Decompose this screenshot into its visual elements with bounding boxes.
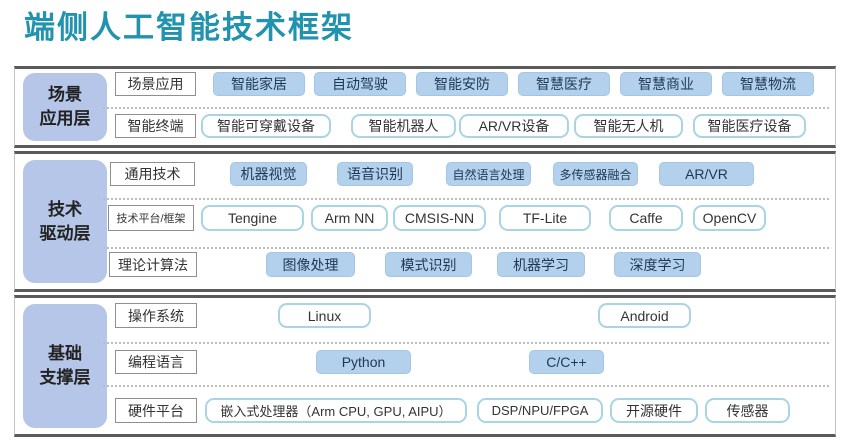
application-chip: 智慧医疗	[518, 72, 610, 96]
row-divider	[103, 198, 829, 200]
application-chip: 自动驾驶	[314, 72, 406, 96]
framework-pill: CMSIS-NN	[393, 205, 486, 231]
algorithm-chip: 机器学习	[497, 252, 585, 277]
application-chip: 智能家居	[213, 72, 305, 96]
row-divider	[103, 342, 829, 344]
language-chip: C/C++	[529, 350, 604, 374]
terminal-pill: 智能无人机	[574, 114, 683, 138]
row-label-programming-language: 编程语言	[115, 350, 197, 374]
row-divider	[103, 247, 829, 249]
terminal-pill: 智能机器人	[351, 114, 456, 138]
framework-pill: Arm NN	[311, 205, 388, 231]
technology-chip: 语音识别	[337, 162, 413, 186]
framework-pill: TF-Lite	[499, 205, 591, 231]
application-chip: 智慧商业	[620, 72, 712, 96]
algorithm-chip: 图像处理	[266, 252, 355, 277]
hardware-pill: DSP/NPU/FPGA	[477, 398, 603, 423]
os-pill: Linux	[278, 303, 371, 328]
technology-chip: 自然语言处理	[446, 162, 531, 186]
layer-side-label: 基础 支撑层	[23, 304, 107, 428]
terminal-pill: AR/VR设备	[459, 114, 569, 138]
layer-basic-support: 基础 支撑层 操作系统 Linux Android 编程语言 Python C/…	[14, 295, 836, 437]
row-divider	[103, 107, 829, 109]
layer-scenario-application: 场景 应用层 场景应用 智能家居 自动驾驶 智能安防 智慧医疗 智慧商业 智慧物…	[14, 66, 836, 148]
framework-pill: OpenCV	[693, 205, 766, 231]
framework-pill: Tengine	[201, 205, 304, 231]
application-chip: 智慧物流	[722, 72, 814, 96]
page-title: 端侧人工智能技术框架	[24, 10, 354, 45]
hardware-pill: 开源硬件	[610, 398, 698, 423]
language-chip: Python	[316, 350, 411, 374]
algorithm-chip: 模式识别	[385, 252, 472, 277]
layer-side-label: 技术 驱动层	[23, 160, 107, 283]
terminal-pill: 智能可穿戴设备	[201, 114, 331, 138]
technology-chip: 机器视觉	[230, 162, 307, 186]
row-label-hardware-platform: 硬件平台	[115, 398, 197, 423]
row-label-smart-terminals: 智能终端	[115, 114, 196, 138]
algorithm-chip: 深度学习	[614, 252, 701, 277]
row-label-operating-system: 操作系统	[115, 303, 197, 328]
application-chip: 智能安防	[416, 72, 508, 96]
technology-chip: 多传感器融合	[553, 162, 638, 186]
framework-pill: Caffe	[609, 205, 683, 231]
hardware-pill: 嵌入式处理器（Arm CPU, GPU, AIPU）	[205, 398, 467, 423]
terminal-pill: 智能医疗设备	[693, 114, 806, 138]
row-label-general-tech: 通用技术	[110, 162, 195, 186]
layer-technology-driver: 技术 驱动层 通用技术 机器视觉 语音识别 自然语言处理 多传感器融合 AR/V…	[14, 151, 836, 292]
row-label-platforms-frameworks: 技术平台/框架	[108, 205, 194, 231]
row-label-scenario-apps: 场景应用	[115, 72, 196, 96]
os-pill: Android	[598, 303, 691, 328]
layer-side-label: 场景 应用层	[23, 73, 107, 141]
hardware-pill: 传感器	[705, 398, 790, 423]
row-divider	[103, 385, 829, 387]
row-label-theory-algorithms: 理论计算法	[109, 252, 197, 277]
technology-chip: AR/VR	[659, 162, 754, 186]
